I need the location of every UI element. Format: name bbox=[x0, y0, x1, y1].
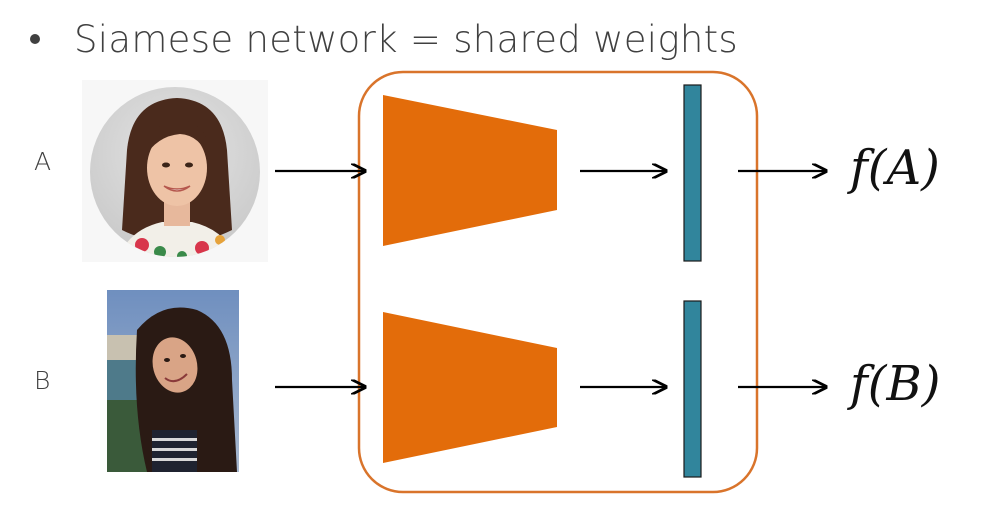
shared-weights-box bbox=[357, 70, 759, 494]
embedding-a-bar bbox=[683, 84, 702, 262]
input-label-a: A bbox=[34, 147, 52, 176]
output-label-a: f(A) bbox=[850, 140, 940, 196]
embedding-b-bar bbox=[683, 300, 702, 478]
bullet-text: Siamese network = shared weights bbox=[74, 17, 738, 61]
encoder-a-shape bbox=[383, 95, 557, 246]
encoder-b-shape bbox=[383, 312, 557, 463]
input-label-b: B bbox=[34, 366, 51, 395]
slide-bullet: Siamese network = shared weights bbox=[30, 12, 738, 66]
person-photo-a bbox=[82, 80, 268, 262]
bullet-dot-icon bbox=[30, 34, 40, 44]
output-label-b: f(B) bbox=[850, 356, 941, 412]
person-photo-b bbox=[107, 290, 239, 472]
